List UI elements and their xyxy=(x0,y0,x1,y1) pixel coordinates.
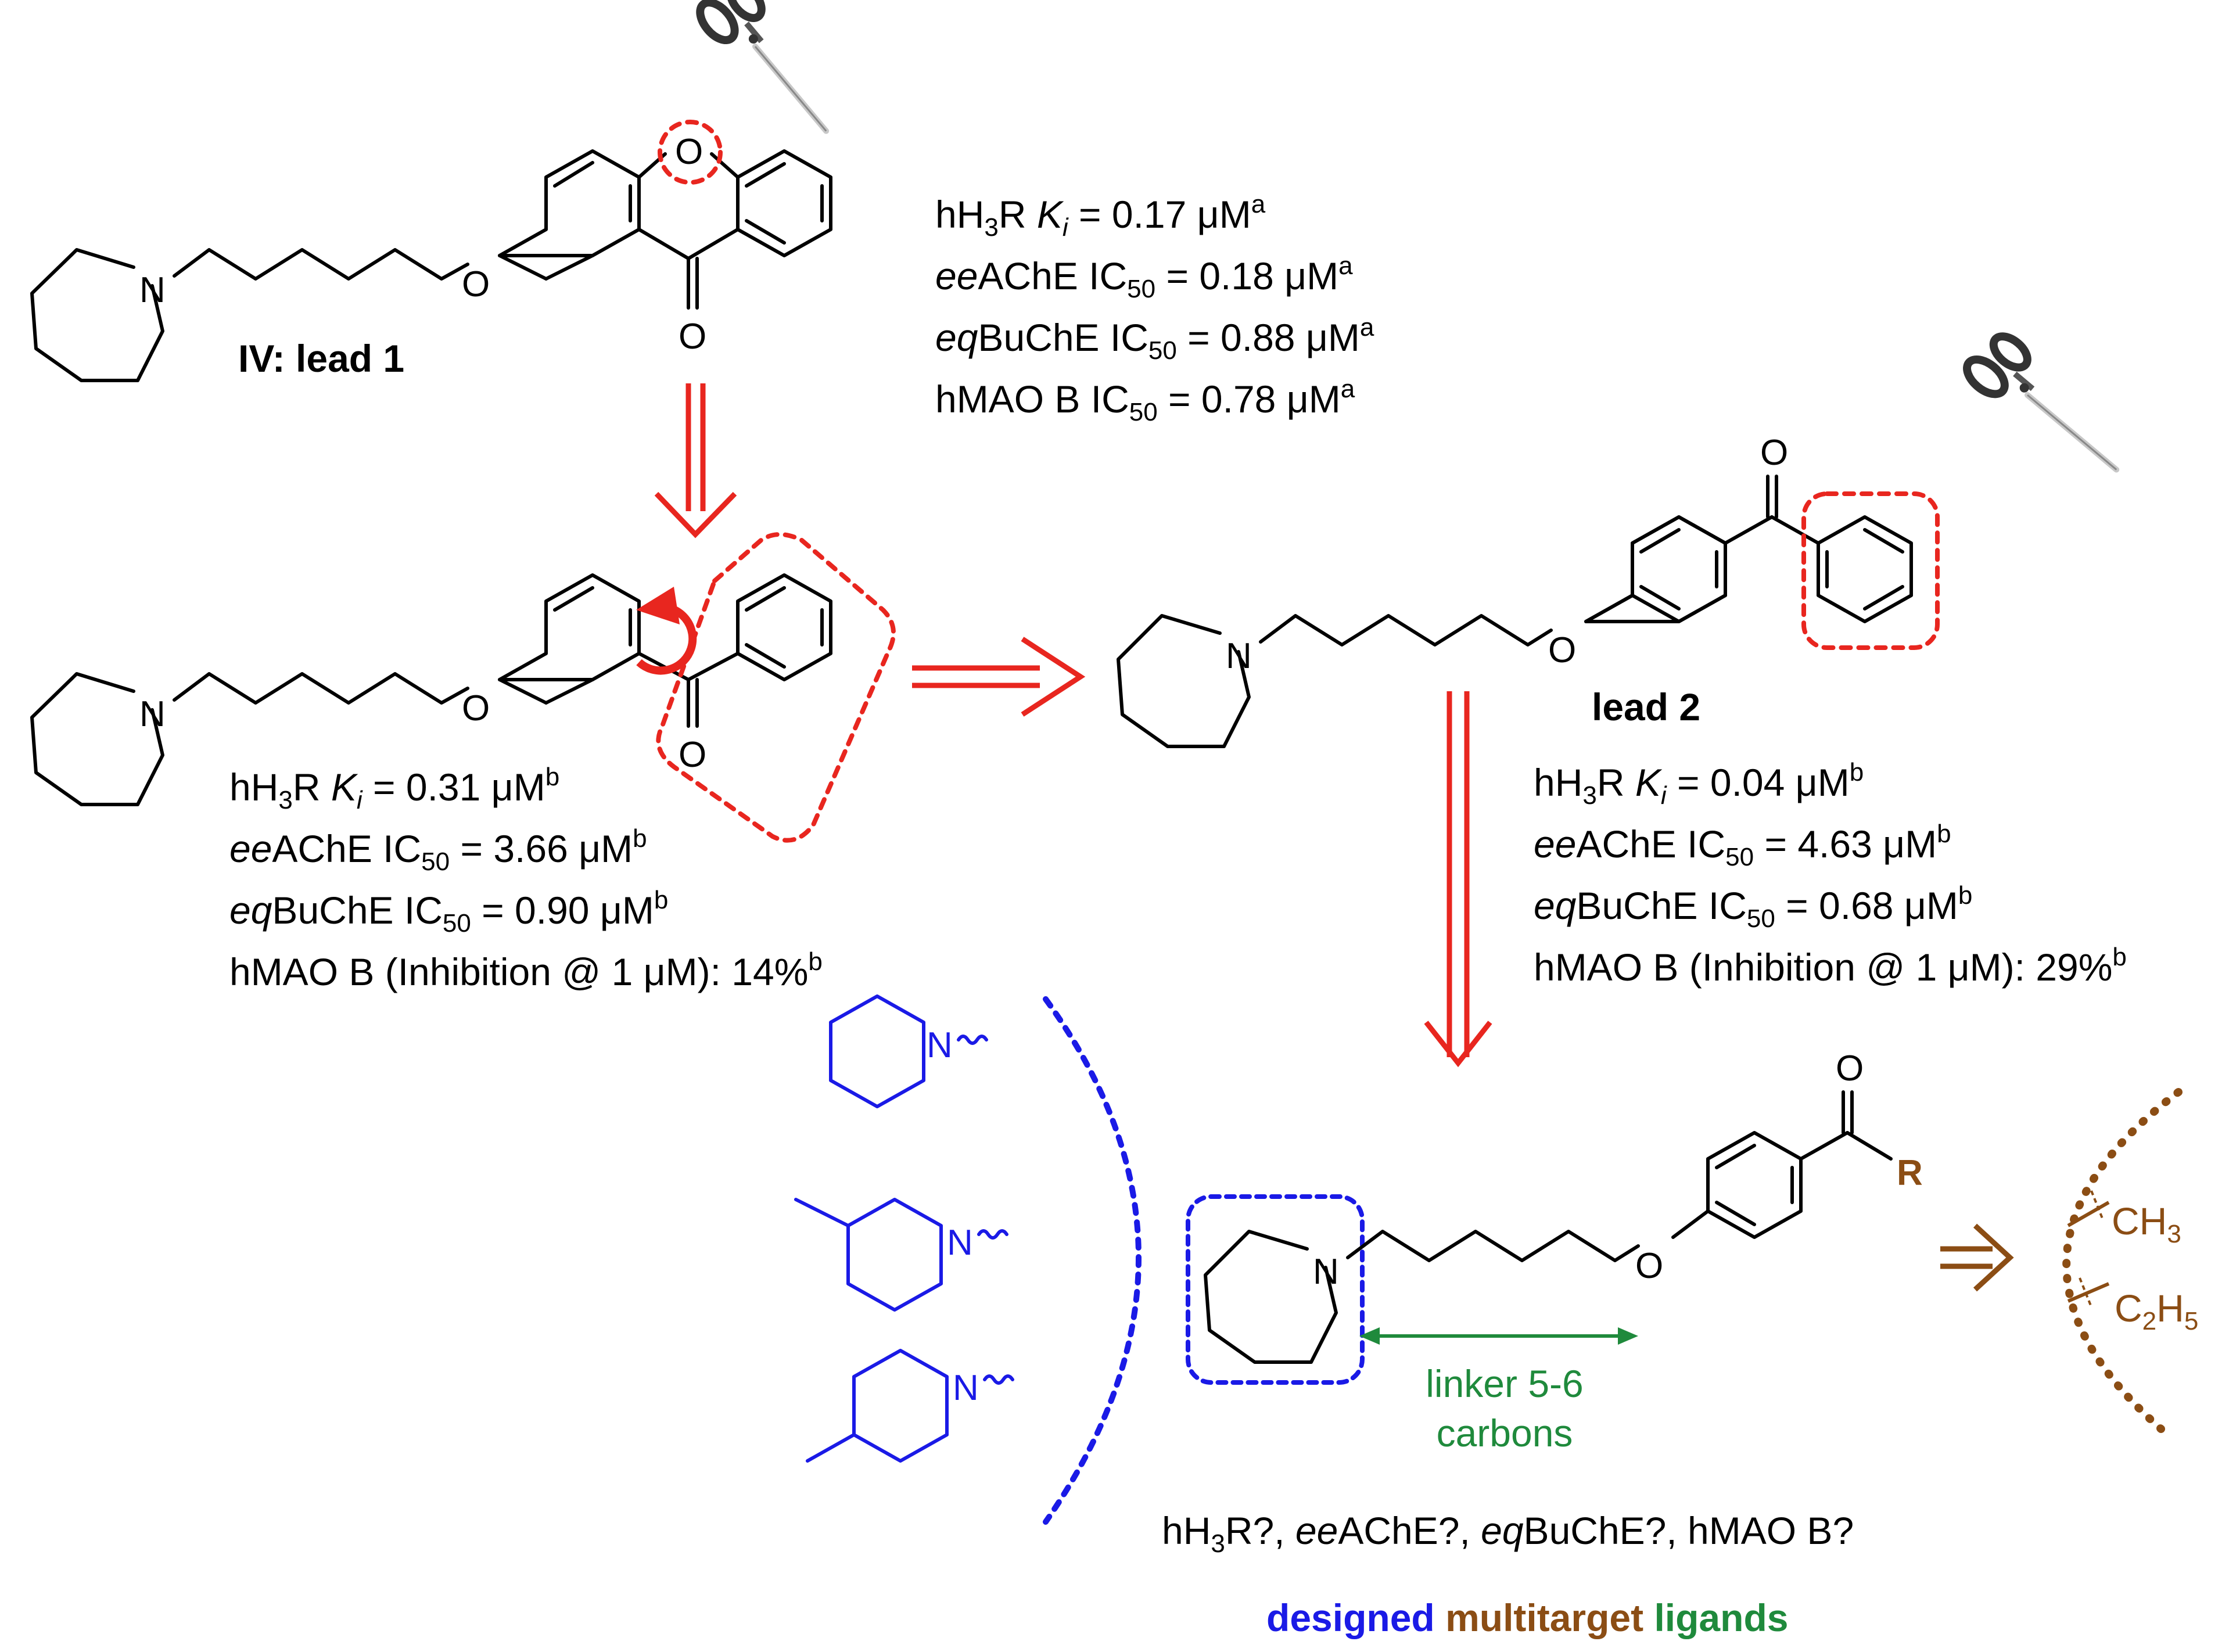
retro-arrow-icon xyxy=(1424,691,1492,1068)
retro-arrow-icon xyxy=(1940,1223,2014,1292)
footer-caption: designed multitarget ligands xyxy=(1266,1596,1788,1639)
target-question: hH3R?, eeAChE?, eqBuChE?, hMAO B? xyxy=(1162,1509,1854,1558)
lead1-h3r-ki: hH3R Ki = 0.17 μMa xyxy=(935,190,1266,242)
lead1-ache-ic50: eeAChE IC50 = 0.18 μMa xyxy=(935,252,1353,303)
linker-annotation: linker 5-6 carbons xyxy=(1359,1327,1638,1455)
lead2-azepane-nitrogen: N xyxy=(1226,636,1252,676)
designed-scaffold-structure: N O O R xyxy=(1186,1048,1923,1385)
4-methylpiperidine-nitrogen: N xyxy=(953,1368,979,1408)
designed-azepane-nitrogen: N xyxy=(1313,1252,1339,1292)
lead2-phenyl-highlight xyxy=(1801,491,1940,650)
retro-arrow-icon xyxy=(912,637,1086,717)
ethyl-option: C2H5 xyxy=(2115,1287,2198,1335)
4-methylpiperidine-option: N xyxy=(806,1349,1014,1463)
lead1-azepane-nitrogen: N xyxy=(139,270,166,310)
lead1-cut-highlight xyxy=(658,120,723,185)
piperidine-option: N xyxy=(829,994,988,1108)
lead1-xanthone-oxygen: O xyxy=(675,132,703,172)
3-methylpiperidine-nitrogen: N xyxy=(947,1223,973,1263)
piperidine-nitrogen: N xyxy=(927,1025,953,1065)
intermediate-h3r-ki: hH3R Ki = 0.31 μMb xyxy=(229,763,559,814)
lead1-structure: N O O O IV: lead 1 xyxy=(30,120,832,382)
lead2-activities: hH3R Ki = 0.04 μMb eeAChE IC50 = 4.63 μM… xyxy=(1534,758,2127,989)
r-group-label: R xyxy=(1897,1153,1923,1193)
r-group-options-arc xyxy=(2062,1088,2183,1433)
linker-label-line2: carbons xyxy=(1437,1412,1573,1455)
scissors-icon xyxy=(696,0,830,134)
intermediate-structure: N O O xyxy=(30,532,896,843)
amine-highlight xyxy=(1186,1194,1365,1385)
lead2-h3r-ki: hH3R Ki = 0.04 μMb xyxy=(1534,758,1864,810)
lead2-ether-oxygen: O xyxy=(1548,630,1576,670)
scissors-icon xyxy=(1963,332,2120,473)
methyl-option: CH3 xyxy=(2112,1200,2181,1248)
lead2-carbonyl-oxygen: O xyxy=(1760,433,1788,473)
lead2-maob-inhibition: hMAO B (Inhibition @ 1 μM): 29%b xyxy=(1534,943,2127,989)
intermediate-ether-oxygen: O xyxy=(462,688,490,728)
lead2-ache-ic50: eeAChE IC50 = 4.63 μMb xyxy=(1534,820,1951,871)
intermediate-buche-ic50: eqBuChE IC50 = 0.90 μMb xyxy=(229,886,668,938)
designed-carbonyl-oxygen: O xyxy=(1836,1048,1864,1089)
rotation-arrow-icon xyxy=(636,587,697,675)
designed-ether-oxygen: O xyxy=(1635,1246,1663,1286)
lead1-activities: hH3R Ki = 0.17 μMa eeAChE IC50 = 0.18 μM… xyxy=(935,190,1374,426)
lead2-label: lead 2 xyxy=(1592,685,1700,728)
intermediate-ache-ic50: eeAChE IC50 = 3.66 μMb xyxy=(229,824,647,876)
linker-label-line1: linker 5-6 xyxy=(1426,1362,1583,1405)
lead1-carbonyl-oxygen: O xyxy=(679,317,706,357)
intermediate-activities: hH3R Ki = 0.31 μMb eeAChE IC50 = 3.66 μM… xyxy=(229,763,823,993)
lead1-buche-ic50: eqBuChE IC50 = 0.88 μMa xyxy=(935,313,1374,365)
lead1-ether-oxygen: O xyxy=(462,264,490,304)
amine-alternatives-arc xyxy=(1043,996,1142,1525)
intermediate-ring-opening-highlight xyxy=(656,532,896,843)
lead1-label: IV: lead 1 xyxy=(238,337,404,380)
3-methylpiperidine-option: N xyxy=(794,1198,1008,1312)
intermediate-carbonyl-oxygen: O xyxy=(679,735,706,775)
r-group-options: CH3 C2H5 xyxy=(2067,1190,2198,1335)
retro-arrow-icon xyxy=(654,383,737,538)
lead2-structure: N O O lead 2 xyxy=(1117,433,1940,748)
lead2-buche-ic50: eqBuChE IC50 = 0.68 μMb xyxy=(1534,881,1972,933)
intermediate-azepane-nitrogen: N xyxy=(139,694,166,734)
lead1-maob-ic50: hMAO B IC50 = 0.78 μMa xyxy=(935,375,1355,426)
intermediate-maob-inhibition: hMAO B (Inhibition @ 1 μM): 14%b xyxy=(229,947,823,993)
